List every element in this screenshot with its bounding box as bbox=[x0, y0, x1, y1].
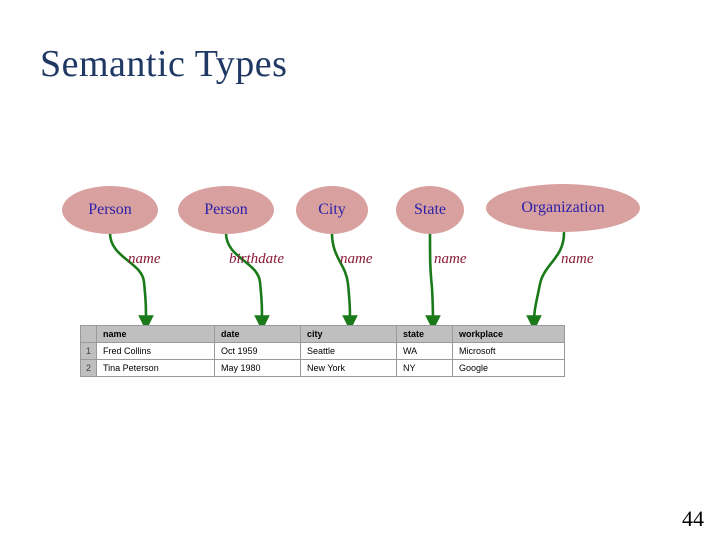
table-column-header-date: date bbox=[214, 325, 301, 343]
ellipse-label: Organization bbox=[521, 199, 605, 216]
page-title: Semantic Types bbox=[40, 43, 288, 85]
edge-label-edge-name-1: name bbox=[128, 251, 161, 267]
ellipse-node-state[interactable]: State bbox=[396, 186, 464, 234]
table-cell-state: NY bbox=[396, 359, 453, 377]
ellipse-node-city[interactable]: City bbox=[296, 186, 368, 234]
table-column-header-state: state bbox=[396, 325, 453, 343]
ellipse-label: State bbox=[414, 201, 446, 218]
table-cell-workplace: Microsoft bbox=[452, 342, 565, 360]
edge-label-edge-name-4: name bbox=[561, 251, 594, 267]
ellipse-node-organization[interactable]: Organization bbox=[486, 184, 640, 232]
edge-label-edge-name-2: name bbox=[340, 251, 373, 267]
table-column-header-rownum bbox=[80, 325, 97, 343]
table-cell-city: Seattle bbox=[300, 342, 397, 360]
ellipse-node-person-2[interactable]: Person bbox=[178, 186, 274, 234]
table-cell-date: Oct 1959 bbox=[214, 342, 301, 360]
table-column-header-name: name bbox=[96, 325, 215, 343]
ellipse-label: City bbox=[318, 201, 346, 218]
table-cell-name: Tina Peterson bbox=[96, 359, 215, 377]
ellipse-label: Person bbox=[88, 201, 132, 218]
table-cell-state: WA bbox=[396, 342, 453, 360]
edge-label-edge-birthdate: birthdate bbox=[229, 251, 284, 267]
table-column-header-city: city bbox=[300, 325, 397, 343]
ellipse-label: Person bbox=[204, 201, 248, 218]
table-cell-date: May 1980 bbox=[214, 359, 301, 377]
table-cell-name: Fred Collins bbox=[96, 342, 215, 360]
arrow-edge-name-3 bbox=[425, 231, 441, 331]
arrow-edge-name-2 bbox=[330, 231, 358, 331]
row-number: 2 bbox=[80, 359, 97, 377]
edge-label-edge-name-3: name bbox=[434, 251, 467, 267]
ellipse-node-person-1[interactable]: Person bbox=[62, 186, 158, 234]
table-column-header-workplace: workplace bbox=[452, 325, 565, 343]
arrow-edge-birthdate bbox=[224, 231, 270, 331]
page-number: 44 bbox=[682, 506, 704, 531]
arrow-edge-name-1 bbox=[108, 231, 154, 331]
row-number: 1 bbox=[80, 342, 97, 360]
table-cell-city: New York bbox=[300, 359, 397, 377]
table-cell-workplace: Google bbox=[452, 359, 565, 377]
arrow-edge-name-4 bbox=[526, 231, 566, 331]
